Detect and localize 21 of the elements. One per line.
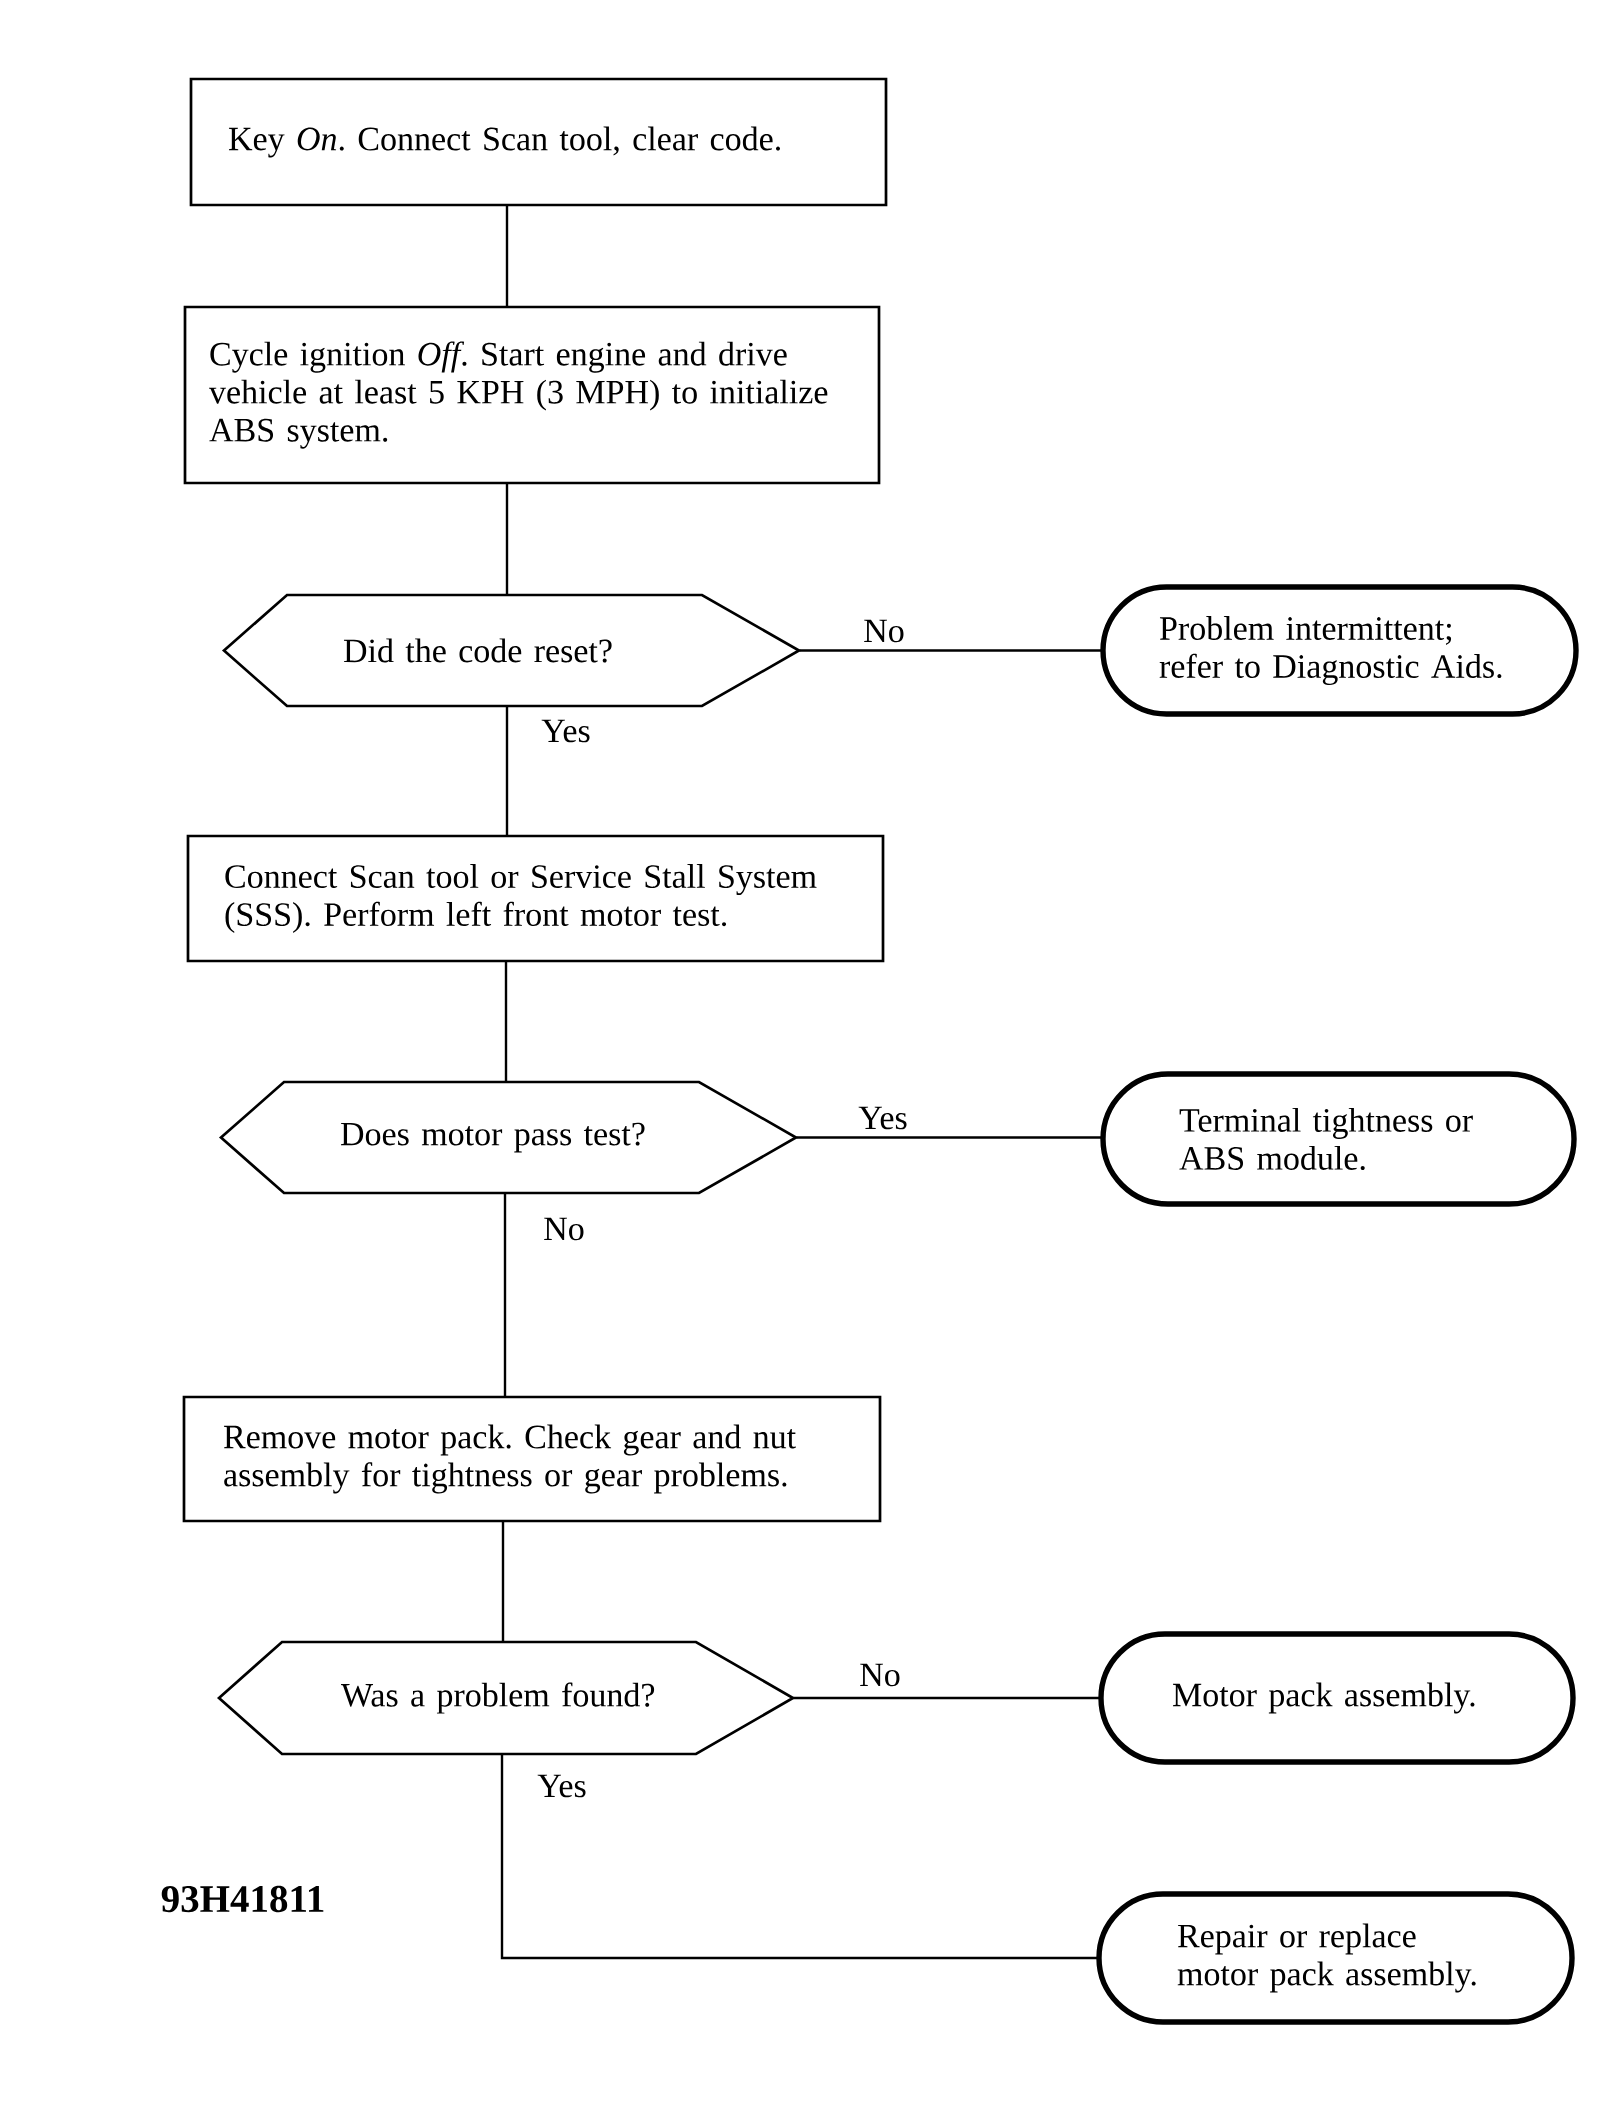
process-box: Connect Scan tool or Service Stall System (SSS). Perform left front motor test. [186,834,885,963]
edge-label: No [856,1660,904,1690]
connector-line [501,1521,505,1642]
process-box: Key On. Connect Scan tool, clear code. [189,77,888,207]
connector-line [500,1754,1099,1960]
connector-line [799,649,1103,652]
process-box: Remove motor pack. Check gear and nut assembly for tightness or gear problems. [182,1395,882,1523]
connector-line [503,1193,507,1397]
edge-label: Yes [855,1103,911,1133]
edge-label: No [540,1214,588,1244]
connector-line [505,205,509,307]
connector-line [505,706,509,836]
connector-line [796,1136,1103,1139]
process-box: Cycle ignition Off. Start engine and drive vehicle at least 5 KPH (3 MPH) to initialize ABS system. [183,305,881,485]
connector-line [505,483,509,595]
connector-line [793,1696,1101,1700]
edge-label: Yes [538,716,594,746]
edge-label: Yes [534,1771,590,1801]
edge-label: No [860,616,908,646]
figure-code: 93H41811 [161,1885,324,1913]
connector-line [504,961,508,1082]
